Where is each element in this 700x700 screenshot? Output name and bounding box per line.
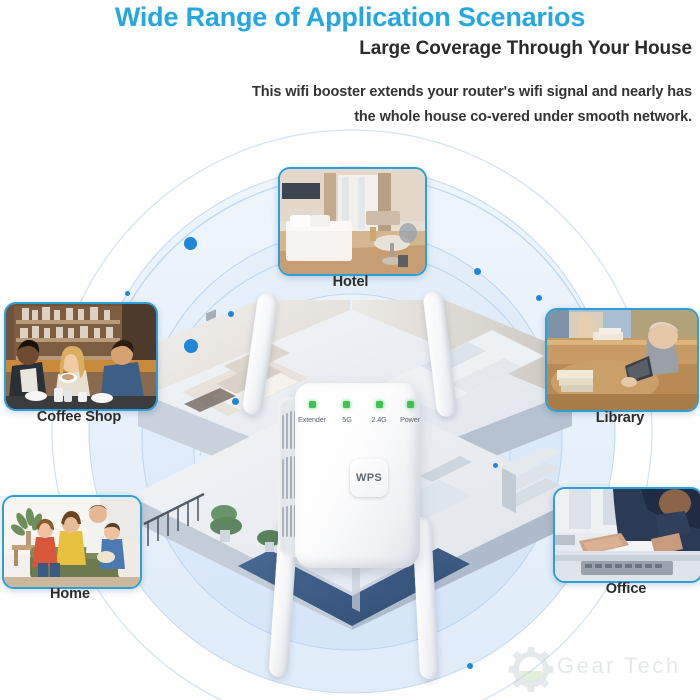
family-sofa-photo [4,497,140,587]
antenna-upper-left [241,292,279,416]
scenario-thumb-library[interactable] [545,308,699,412]
signal-dot-core-left [184,339,198,353]
scenario-thumb-coffee-shop[interactable] [4,302,158,411]
page-description: This wifi booster extends your router's … [251,84,692,125]
device-vents [282,411,300,539]
led-label-24g: 2.4G [371,415,387,424]
antenna-upper-right [422,290,458,418]
watermark: Gear Tech [505,645,695,697]
led-label-5g: 5G [342,415,352,424]
watermark-text: Gear Tech [557,653,681,678]
scenario-label-home: Home [50,586,90,602]
wifi-extender-device: Extender 5G 2.4G Power WPS [238,285,473,680]
scenario-label-coffee-shop: Coffee Shop [36,409,122,425]
wps-button[interactable]: WPS [350,459,388,497]
led-24g [376,401,383,408]
scenario-thumb-office[interactable] [553,487,700,583]
led-power [407,401,414,408]
scenario-thumb-hotel[interactable] [278,167,427,276]
signal-dot-right-edge [536,295,542,301]
signal-dot-mid-left [125,291,130,296]
signal-dot-upper-left [184,237,197,250]
led-indicator-row: Extender 5G 2.4G Power [295,401,420,435]
coffee-shop-friends-photo [6,304,156,409]
scenario-thumb-home[interactable] [2,495,142,589]
led-label-extender: Extender [298,415,326,424]
page-subtitle: Large Coverage Through Your House [359,38,692,59]
led-extender [309,401,316,408]
hotel-room-photo [280,169,425,274]
gear-icon [508,647,554,692]
led-label-power: Power [400,415,420,424]
library-reading-photo [547,310,697,410]
signal-dot-bottom [467,663,473,669]
led-5g [343,401,350,408]
signal-dot-upper-right [474,268,481,275]
scenario-label-hotel: Hotel [332,274,369,290]
scenario-label-office: Office [605,581,647,597]
office-desk-photo [555,489,700,581]
scenario-label-library: Library [595,410,645,426]
signal-dot-bed [232,398,239,405]
signal-dot-inner-left [228,311,234,317]
signal-dot-mid-right [493,463,498,468]
page-title: Wide Range of Application Scenarios [114,2,586,32]
